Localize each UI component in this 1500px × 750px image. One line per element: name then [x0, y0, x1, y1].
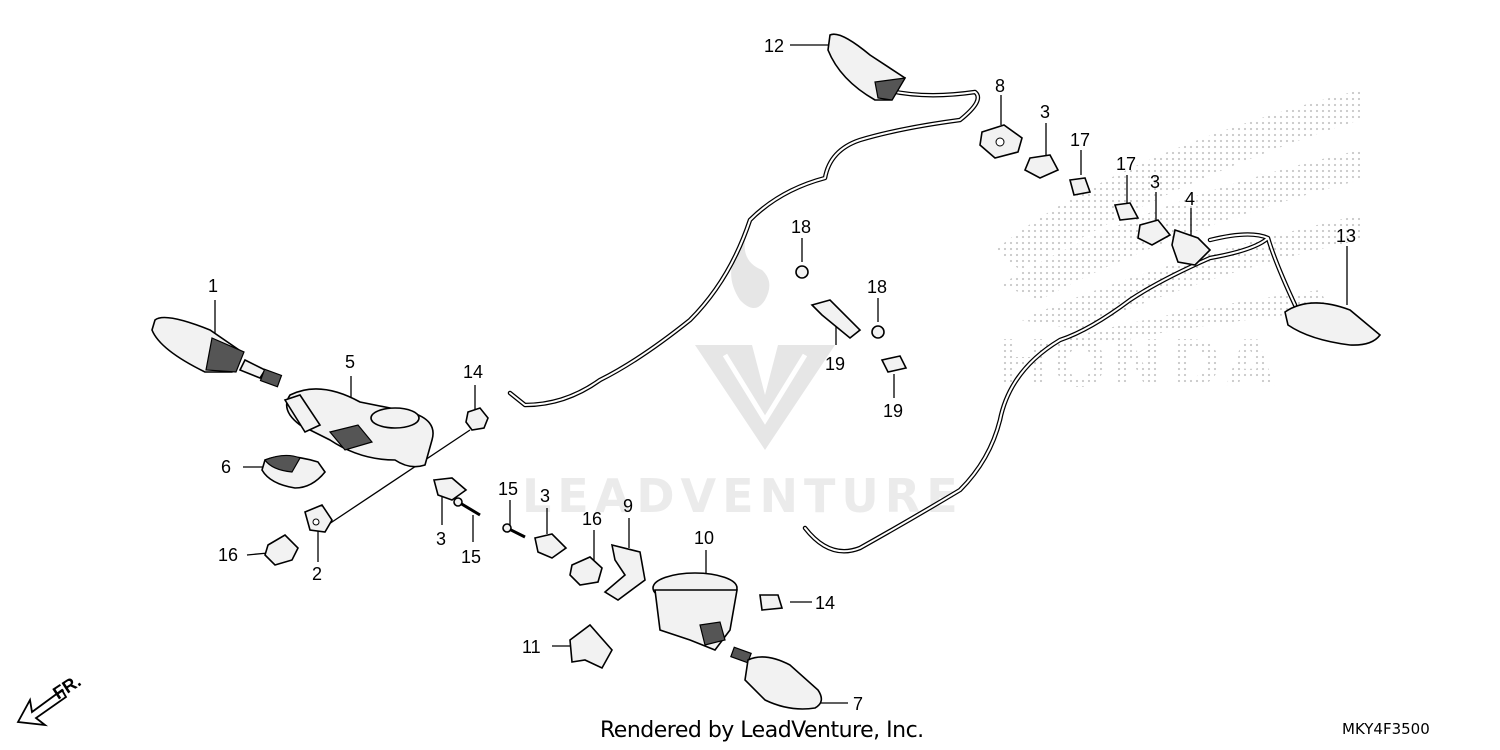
callout-8: 8: [995, 76, 1005, 96]
callout-12: 12: [764, 36, 784, 56]
part-4-rubber-mount: [1171, 228, 1212, 266]
part-12-rear-left-turn-signal: [827, 33, 907, 101]
honda-wing-logo: HONDA: [995, 90, 1360, 402]
part-3-center-clip: [534, 533, 568, 559]
part-8-rubber-mount: [979, 124, 1023, 159]
part-13-rear-right-turn-signal: [1284, 302, 1382, 346]
callout-labels: 1 2 3 3 3 3 4 5 6 7 8 9 10 11 12 13 14 1…: [208, 36, 1356, 714]
part-7-front-right-turn-signal: [730, 646, 823, 710]
callout-17: 17: [1070, 130, 1090, 150]
part-19-upper-bracket: [810, 299, 862, 340]
part-1-front-left-turn-signal: [151, 316, 283, 388]
part-15-center-screw: [502, 523, 526, 539]
leadventure-watermark: LEADVENTURE: [522, 240, 964, 523]
part-14-right-bolt: [759, 594, 784, 611]
wires: [507, 85, 1298, 554]
callout-16: 16: [582, 509, 602, 529]
callout-17: 17: [1116, 154, 1136, 174]
callout-19: 19: [825, 354, 845, 374]
callout-4: 4: [1185, 189, 1195, 209]
callout-3: 3: [1150, 172, 1160, 192]
part-3-left-clip: [432, 477, 468, 501]
part-11-rubber-grommet: [569, 623, 613, 670]
callout-9: 9: [623, 496, 633, 516]
callout-16: 16: [218, 545, 238, 565]
callout-14: 14: [463, 362, 483, 382]
callout-15: 15: [498, 479, 518, 499]
part-16-left-nut: [264, 533, 299, 566]
callout-18: 18: [867, 277, 887, 297]
part-2-washer-bracket: [304, 504, 333, 533]
leader-lines: [214, 44, 1348, 704]
part-16-center-nut: [569, 556, 603, 586]
part-18-lower-screw: [871, 325, 885, 339]
part-5-left-signal-mount: [283, 388, 434, 468]
callout-3: 3: [1040, 102, 1050, 122]
part-15-left-screw: [453, 497, 481, 517]
part-9-bracket: [603, 543, 646, 601]
part-6-rubber-cap: [261, 454, 327, 489]
watermark-text: LEADVENTURE: [522, 469, 964, 523]
callout-10: 10: [694, 528, 714, 548]
callout-7: 7: [853, 694, 863, 714]
callout-11: 11: [522, 637, 541, 657]
callout-13: 13: [1336, 226, 1356, 246]
callout-2: 2: [312, 564, 322, 584]
part-3-rear-right-clip: [1137, 219, 1172, 246]
callout-5: 5: [345, 352, 355, 372]
diagram-code: MKY4F3500: [1342, 720, 1430, 738]
callout-3: 3: [540, 486, 550, 506]
part-14-left-bolt: [465, 407, 489, 431]
front-direction-marker: FR.: [16, 671, 85, 727]
honda-brand-text: HONDA: [995, 328, 1279, 402]
callout-19: 19: [883, 401, 903, 421]
part-19-lower-bracket: [880, 355, 908, 373]
part-10-right-signal-mount: [652, 572, 738, 651]
callout-18: 18: [791, 217, 811, 237]
callout-1: 1: [208, 276, 218, 296]
part-3-rear-left-clip: [1023, 154, 1060, 179]
render-credit: Rendered by LeadVenture, Inc.: [600, 718, 924, 743]
callout-6: 6: [221, 457, 231, 477]
callout-15: 15: [461, 547, 481, 567]
part-17-rear-left-bolt: [1068, 177, 1092, 196]
callout-14: 14: [815, 593, 835, 613]
callout-3: 3: [436, 529, 446, 549]
part-18-upper-screw: [795, 265, 809, 279]
part-17-rear-right-bolt: [1113, 202, 1140, 221]
